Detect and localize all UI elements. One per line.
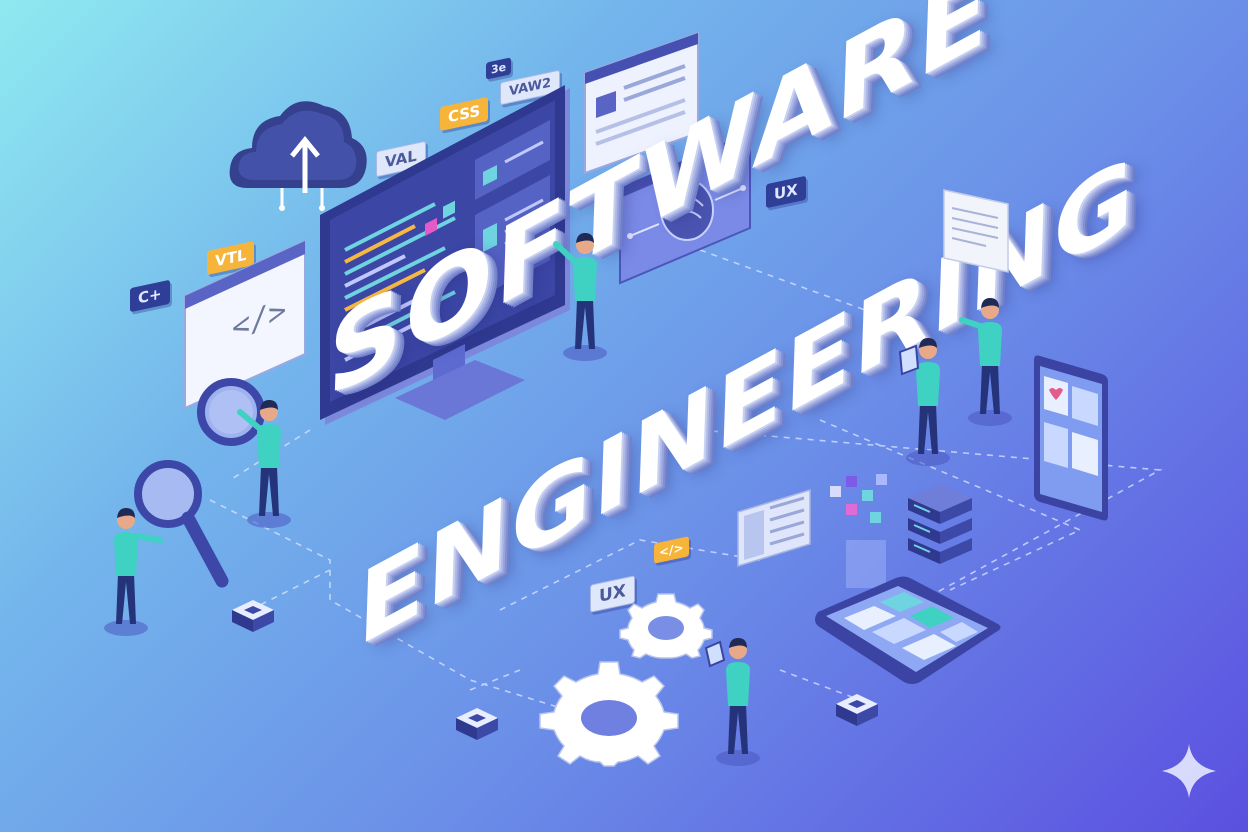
wireframe-card [737, 488, 811, 568]
sparkle-icon [1162, 744, 1216, 798]
magnifier-icon [197, 378, 265, 446]
ai-circuit-panel [619, 131, 751, 285]
note-card [943, 189, 1009, 273]
person-at-monitor [563, 233, 607, 361]
smartphone-icon [1034, 355, 1108, 521]
monitor-icon [320, 85, 570, 425]
person-with-magnifier [247, 400, 291, 528]
chip-icon-left [232, 600, 274, 632]
code-window [184, 239, 306, 410]
magnifier-large-icon [134, 460, 229, 588]
smartphone-flat-icon [815, 576, 1001, 684]
data-pixels [830, 474, 887, 588]
gear-icon [619, 593, 713, 659]
browser-card-top [584, 31, 699, 175]
person-left [104, 508, 148, 636]
person-pointing [968, 298, 1012, 426]
chip-icon-center [456, 708, 498, 740]
chip-icon-right [836, 694, 878, 726]
cloud-upload-icon [229, 101, 367, 211]
server-icon [908, 484, 972, 564]
gear-large-icon [539, 661, 679, 767]
